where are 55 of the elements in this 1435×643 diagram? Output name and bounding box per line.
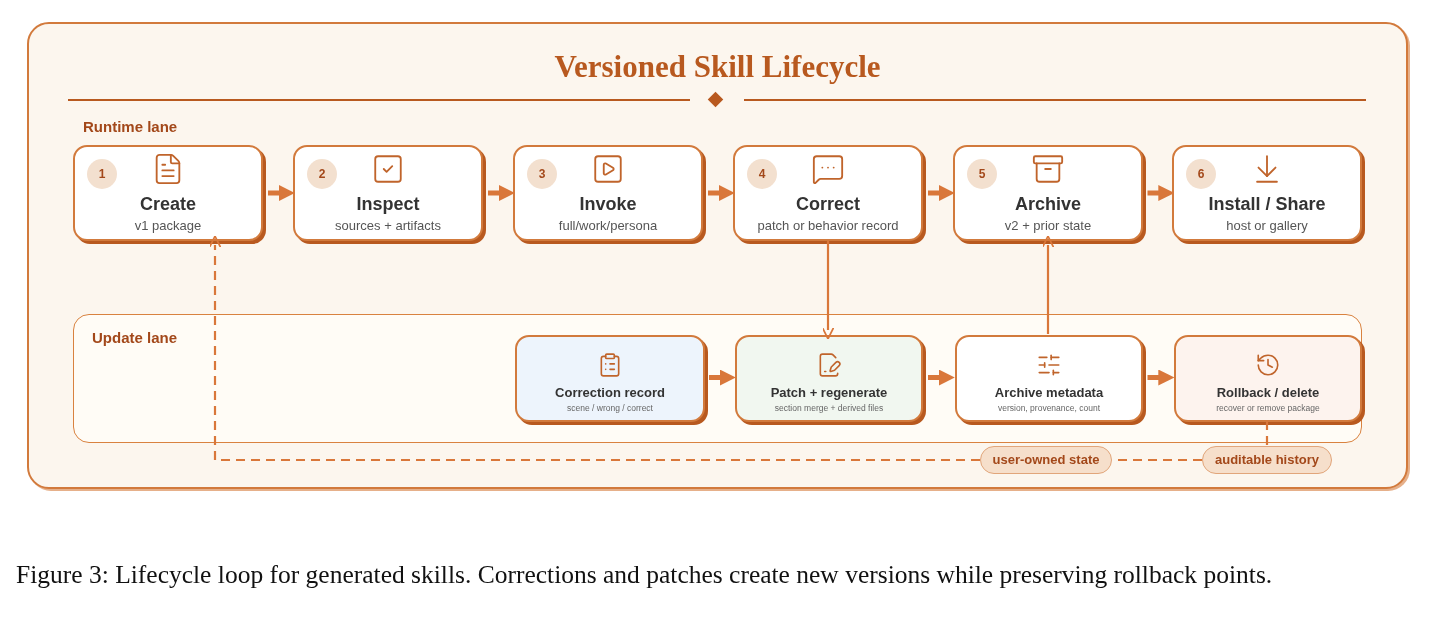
step-title: Install / Share (1208, 193, 1326, 216)
card-title: Rollback / delete (1216, 385, 1320, 402)
process-card (735, 335, 923, 422)
card-subtitle: section merge + derived files (774, 403, 884, 414)
arrow (928, 369, 955, 386)
card-title: Patch + regenerate (770, 385, 888, 402)
step-subtitle: v2 + prior state (1004, 217, 1092, 234)
arrow (488, 185, 515, 201)
step-subtitle: v1 package (134, 217, 202, 234)
card-subtitle: version, provenance, count (997, 403, 1101, 414)
card-subtitle: scene / wrong / correct (567, 403, 653, 414)
step-title: Inspect (356, 193, 420, 216)
step-number: 6 (1186, 159, 1216, 189)
card-title: Archive metadata (994, 385, 1104, 402)
tag-pill: auditable history (1202, 446, 1332, 474)
step-number: 2 (307, 159, 337, 189)
step-card (953, 145, 1143, 241)
step-card (513, 145, 703, 241)
step-number: 4 (747, 159, 777, 189)
arrow (1147, 185, 1175, 201)
step-card (733, 145, 923, 241)
figure-caption: Figure 3: Lifecycle loop for generated skills. Corrections and patches create new versions while preserving rollback points. (16, 559, 1274, 591)
step-card (1172, 145, 1362, 241)
step-subtitle: host or gallery (1226, 217, 1308, 234)
card-title: Correction record (555, 385, 665, 402)
step-number: 3 (527, 159, 557, 189)
dashed-connector (208, 235, 980, 462)
process-card (515, 335, 705, 422)
tag-pill: user-owned state (980, 446, 1112, 474)
dashed-connector (1265, 421, 1269, 446)
step-number: 1 (87, 159, 117, 189)
step-subtitle: sources + artifacts (335, 217, 441, 234)
arrow (821, 241, 835, 340)
step-title: Correct (796, 193, 860, 216)
step-number: 5 (967, 159, 997, 189)
arrow (928, 185, 955, 201)
lane-title: Update lane (92, 328, 178, 348)
lane-label: Runtime lane (83, 117, 178, 137)
process-card (1174, 335, 1362, 422)
diagram-title: Versioned Skill Lifecycle (553, 48, 882, 86)
step-title: Create (140, 193, 196, 216)
step-subtitle: patch or behavior record (757, 217, 899, 234)
process-card (955, 335, 1143, 422)
step-card (293, 145, 483, 241)
arrow (709, 369, 736, 386)
lane-panel (73, 314, 1362, 443)
card-subtitle: recover or remove package (1216, 403, 1320, 414)
arrow (708, 185, 735, 201)
arrow (1147, 369, 1175, 386)
step-subtitle: full/work/persona (558, 217, 658, 234)
step-title: Archive (1014, 193, 1081, 216)
arrow (268, 185, 295, 201)
step-title: Invoke (579, 193, 637, 216)
arrow (1041, 235, 1055, 334)
step-card (73, 145, 263, 241)
